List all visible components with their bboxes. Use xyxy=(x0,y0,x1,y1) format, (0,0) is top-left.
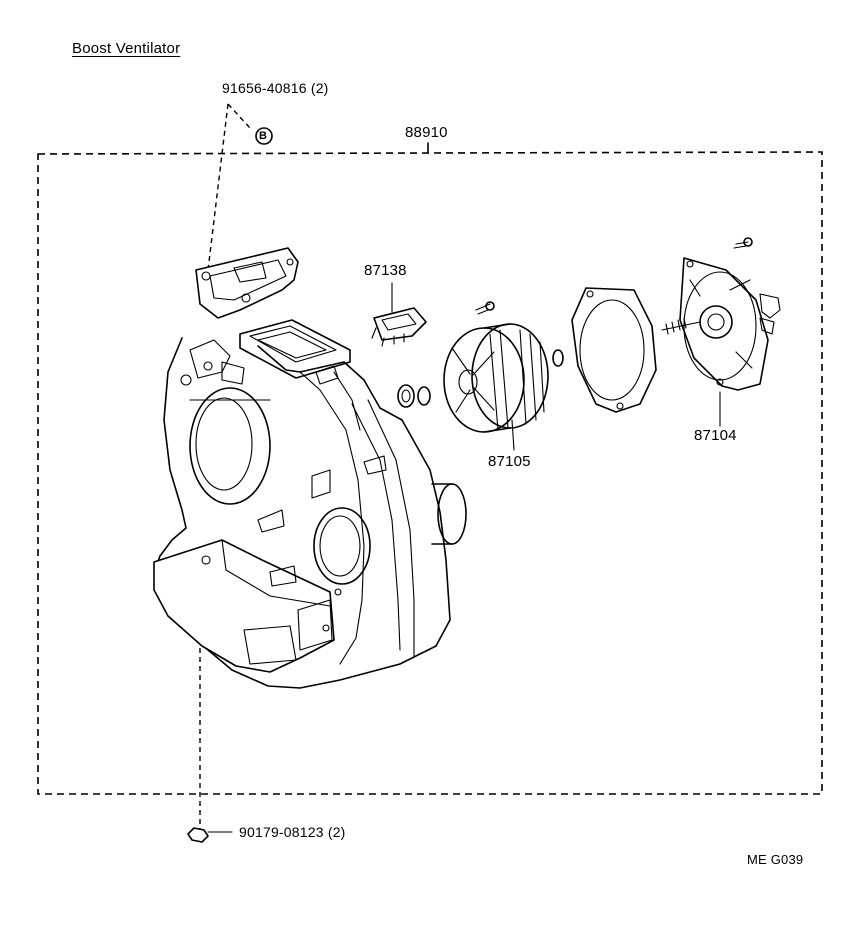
part-label-bolt: 91656-40816 (2) xyxy=(222,80,329,96)
gasket-part xyxy=(571,287,657,413)
fan-part xyxy=(443,323,549,433)
assembly-boundary xyxy=(37,142,823,795)
part-qty-bolt: (2) xyxy=(310,80,329,96)
part-qty-nut: (2) xyxy=(327,824,346,840)
resistor-part xyxy=(371,307,427,347)
washer-parts xyxy=(397,349,564,408)
part-label-nut: 90179-08123 (2) xyxy=(239,824,346,840)
screw-part xyxy=(475,301,495,315)
leader-lines xyxy=(199,103,721,833)
ref-marker-b xyxy=(255,127,273,145)
figure-code: ME G039 xyxy=(747,852,804,867)
part-number-resistor: 87138 xyxy=(364,262,407,279)
part-number-bolt: 91656-40816 xyxy=(222,80,307,96)
part-number-nut: 90179-08123 xyxy=(239,824,324,840)
ventilator-housing xyxy=(153,247,467,689)
motor-part xyxy=(661,237,781,391)
ref-marker-label: B xyxy=(259,130,268,142)
assembly-part-number: 88910 xyxy=(405,124,448,141)
part-number-fan: 87105 xyxy=(488,453,531,470)
part-number-motor: 87104 xyxy=(694,427,737,444)
nut-part xyxy=(187,827,209,843)
diagram-title: Boost Ventilator xyxy=(72,40,181,57)
